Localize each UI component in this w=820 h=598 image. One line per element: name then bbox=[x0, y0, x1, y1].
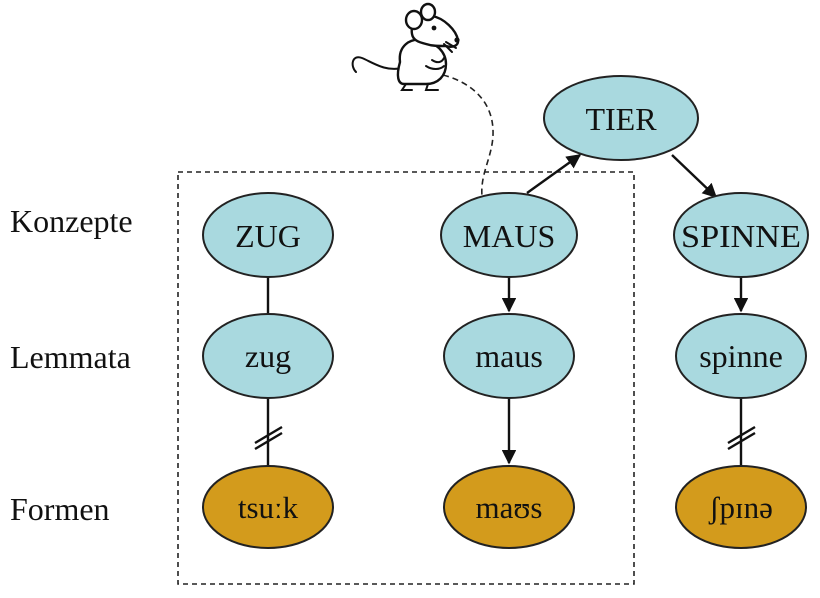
mouse-to-maus-dashed-link bbox=[442, 74, 494, 197]
blocked-mark-zug-1 bbox=[254, 425, 283, 445]
node-spinne-concept: SPINNE bbox=[673, 192, 809, 278]
node-zug-form: tsuːk bbox=[202, 465, 334, 549]
node-zug-lemma-label: zug bbox=[245, 338, 291, 374]
node-zug-concept: ZUG bbox=[202, 192, 334, 278]
node-spinne-form: ʃpɪnə bbox=[675, 465, 807, 549]
blocked-mark-spinne-1 bbox=[727, 425, 756, 445]
node-maus-form: maʊs bbox=[443, 465, 575, 549]
edge-tier-to-spinne bbox=[671, 154, 718, 198]
mouse-icon bbox=[351, 2, 460, 91]
row-label-lemmas: Lemmata bbox=[10, 339, 131, 375]
blocked-mark-zug-2 bbox=[254, 431, 283, 451]
row-label-concepts: Konzepte bbox=[10, 203, 133, 239]
node-tier-label: TIER bbox=[585, 101, 657, 137]
node-spinne-concept-label: SPINNE bbox=[681, 218, 801, 254]
node-maus-form-label: maʊs bbox=[476, 490, 543, 525]
node-maus-concept: MAUS bbox=[440, 192, 578, 278]
node-tier: TIER bbox=[543, 75, 699, 161]
node-spinne-lemma: spinne bbox=[675, 313, 807, 399]
node-zug-lemma: zug bbox=[202, 313, 334, 399]
row-label-forms: Formen bbox=[10, 491, 110, 527]
blocked-mark-spinne-2 bbox=[727, 431, 756, 451]
node-maus-concept-label: MAUS bbox=[463, 218, 555, 254]
node-spinne-lemma-label: spinne bbox=[699, 338, 783, 374]
node-maus-lemma-label: maus bbox=[475, 338, 543, 374]
dashed-focus-box bbox=[177, 171, 635, 585]
node-zug-concept-label: ZUG bbox=[235, 218, 301, 254]
node-zug-form-label: tsuːk bbox=[238, 490, 299, 525]
node-maus-lemma: maus bbox=[443, 313, 575, 399]
edge-maus-to-tier bbox=[526, 154, 582, 194]
node-spinne-form-label: ʃpɪnə bbox=[708, 490, 773, 525]
